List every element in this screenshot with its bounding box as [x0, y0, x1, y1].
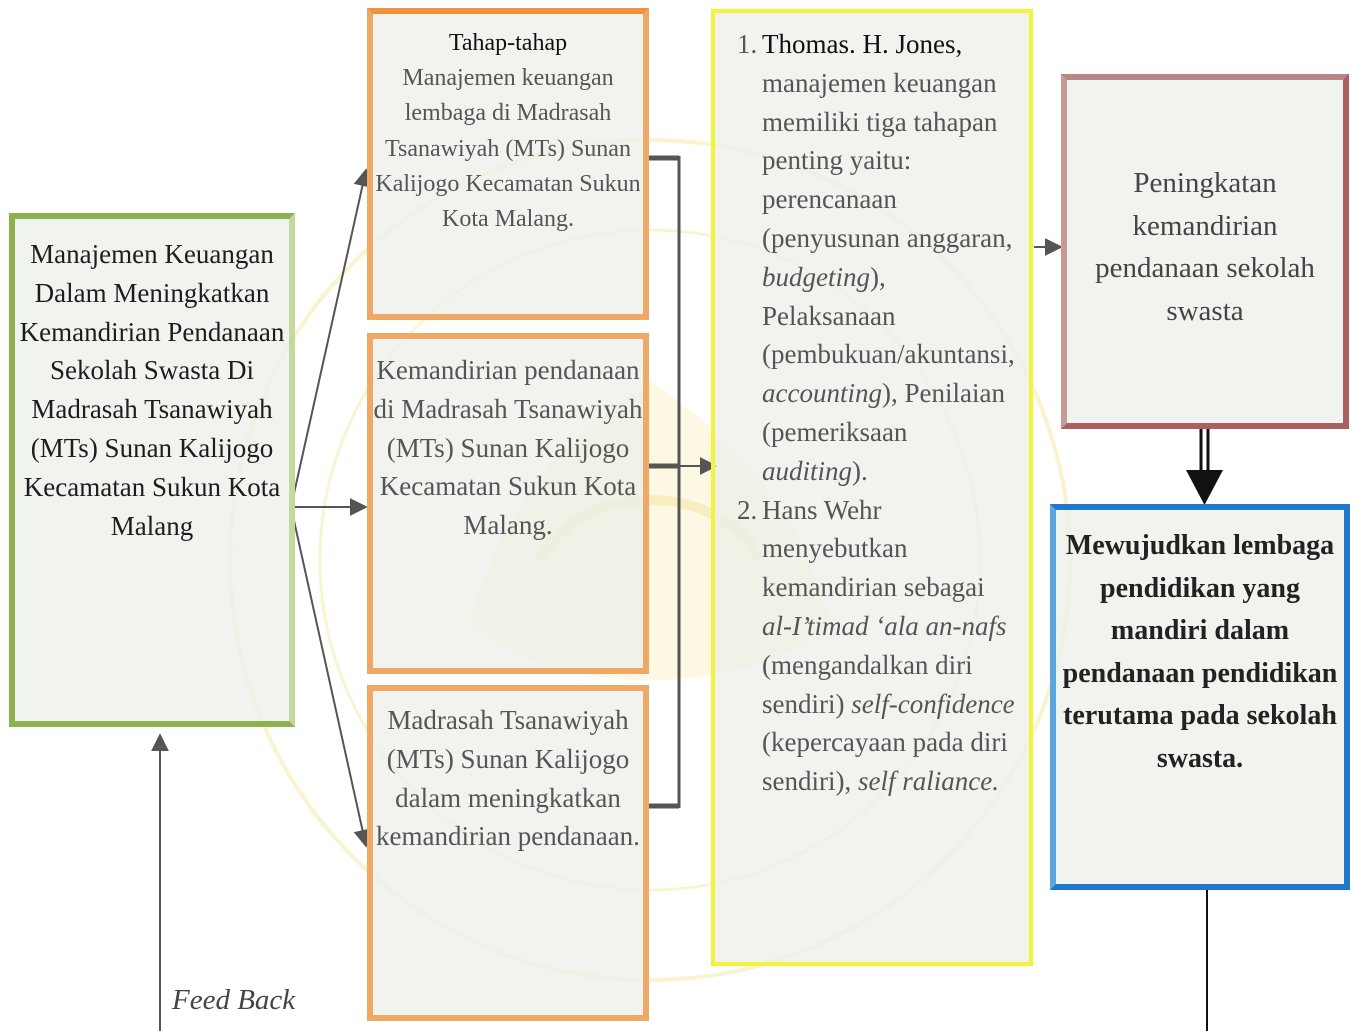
arrow-to-box-a [290, 168, 372, 508]
arrow-to-box-c [290, 506, 372, 848]
goal-text: Mewujudkan lembaga pendidikan yang mandi… [1062, 530, 1338, 774]
stages-heading: Tahap-tahap [448, 30, 568, 56]
theory-text: ), Pelaksanaan (pembukuan/akuntansi, [762, 261, 1015, 370]
theory-text: (mengandalkan diri sendiri) [762, 649, 973, 719]
funding-independence-text: Kemandirian pendanaan di Madrasah Tsanaw… [373, 355, 643, 541]
theory-term: auditing [762, 455, 853, 486]
double-arrow-head [1186, 470, 1223, 505]
outcome-box: Peningkatan kemandirian pendanaan sekola… [1061, 74, 1349, 429]
main-topic-box: Manajemen Keuangan Dalam Meningkatkan Ke… [9, 213, 295, 727]
stages-box: Tahap-tahap Manajemen keuangan lembaga d… [367, 8, 649, 320]
theory-text: manajemen keuangan memiliki tiga tahapan… [762, 67, 1013, 253]
theory-item-lead: Thomas. H. Jones, [762, 29, 963, 59]
theory-text: Hans Wehr menyebutkan kemandirian sebaga… [762, 494, 985, 603]
theory-term: al-I’timad ‘ala an-nafs [762, 610, 1007, 641]
theory-item-jones: 1. Thomas. H. Jones, manajemen keuangan … [731, 25, 1019, 491]
main-topic-text: Manajemen Keuangan Dalam Meningkatkan Ke… [19, 239, 285, 541]
theory-item-number: 2. [737, 494, 758, 525]
theory-term: accounting [762, 378, 882, 409]
goal-box: Mewujudkan lembaga pendidikan yang mandi… [1050, 504, 1350, 890]
theory-list: 1. Thomas. H. Jones, manajemen keuangan … [731, 25, 1019, 801]
outcome-text: Peningkatan kemandirian pendanaan sekola… [1095, 167, 1315, 327]
theory-item-number: 1. [737, 29, 758, 59]
theory-term: budgeting [762, 261, 870, 292]
improving-independence-text: Madrasah Tsanawiyah (MTs) Sunan Kalijogo… [376, 705, 640, 852]
theory-text: ), Penilaian (pemeriksaan [762, 378, 1005, 447]
improving-independence-box: Madrasah Tsanawiyah (MTs) Sunan Kalijogo… [367, 685, 649, 1021]
feedback-label: Feed Back [172, 984, 296, 1016]
theory-text: ). [852, 455, 868, 486]
theory-box: 1. Thomas. H. Jones, manajemen keuangan … [711, 9, 1033, 966]
theory-term: self-confidence [851, 688, 1015, 719]
funding-independence-box: Kemandirian pendanaan di Madrasah Tsanaw… [367, 333, 649, 674]
theory-item-wehr: 2. Hans Wehr menyebutkan kemandirian seb… [731, 491, 1019, 801]
theory-term: self raliance. [857, 766, 999, 797]
stages-text: Manajemen keuangan lembaga di Madrasah T… [375, 65, 641, 233]
theory-text: (kepercayaan pada diri sendiri), [762, 727, 1008, 797]
